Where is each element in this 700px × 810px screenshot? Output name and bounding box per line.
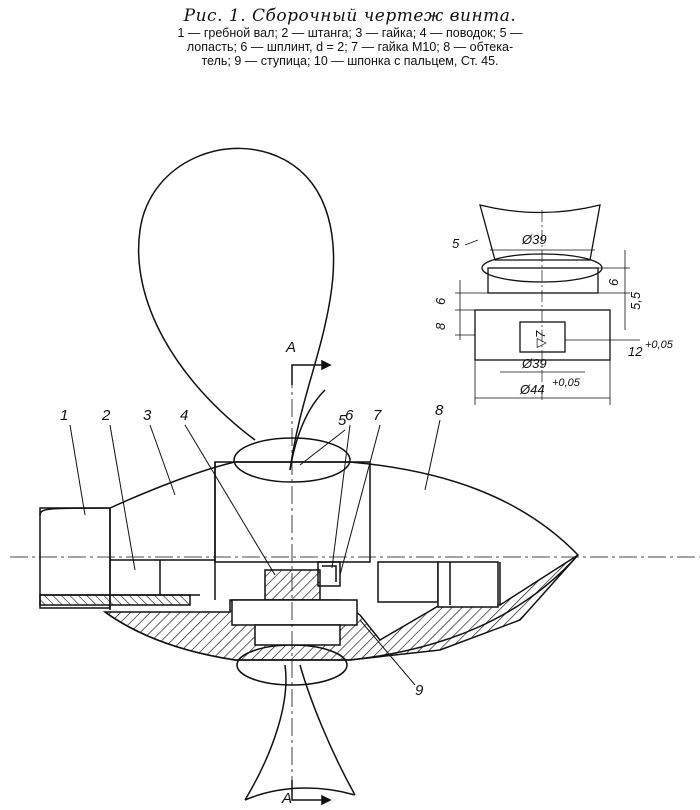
dim-12: 12 <box>628 344 643 359</box>
dim-12-tol: +0,05 <box>645 339 674 351</box>
dim-6-left: 6 <box>433 297 448 305</box>
legend-line: 1 — гребной вал; 2 — штанга; 3 — гайка; … <box>177 26 523 40</box>
callout-label: 1 <box>60 407 68 424</box>
callout-label: 6 <box>345 407 354 424</box>
rod-hatched <box>39 594 191 606</box>
dim-d44: Ø44 <box>519 382 545 397</box>
callout-label: 5 <box>338 412 347 429</box>
dim-d44-tol: +0,05 <box>552 377 581 389</box>
centre-block <box>214 461 371 563</box>
callout-label: 9 <box>415 682 424 699</box>
figure-title: Рис. 1. Сборочный чертеж винта. <box>183 6 517 26</box>
callout-label: 4 <box>180 407 188 424</box>
section-label-top: А <box>285 339 296 356</box>
driver-key <box>264 569 321 601</box>
section-label-bottom: А <box>281 790 292 807</box>
dim-5-5: 5,5 <box>628 291 643 310</box>
section-mark-bottom <box>291 780 322 801</box>
lower-blade <box>244 664 356 801</box>
dim-6-right: 6 <box>606 278 621 286</box>
figure-caption: Рис. 1. Сборочный чертеж винта. 1 — греб… <box>0 6 700 68</box>
callout-label: 8 <box>435 402 444 419</box>
dim-7: ▽7 <box>533 330 548 348</box>
callout-label: 2 <box>101 407 111 424</box>
upper-blade-root <box>289 389 326 471</box>
dim-d39-top: Ø39 <box>521 232 547 247</box>
propeller-shaft <box>39 507 111 609</box>
legend-line: лопасть; 6 — шплинт, d = 2; 7 — гайка М1… <box>186 40 514 54</box>
detail-part-label: 5 <box>452 236 460 251</box>
callout-label: 3 <box>143 407 152 424</box>
detail-view <box>455 204 640 405</box>
dim-8-left: 8 <box>433 322 448 330</box>
callout-label: 7 <box>373 407 382 424</box>
legend-line: тель; 9 — ступица; 10 — шпонка с пальцем… <box>201 54 499 68</box>
dim-d39-bottom: Ø39 <box>521 356 547 371</box>
section-mark-top <box>291 364 322 385</box>
upper-blade <box>137 147 335 471</box>
